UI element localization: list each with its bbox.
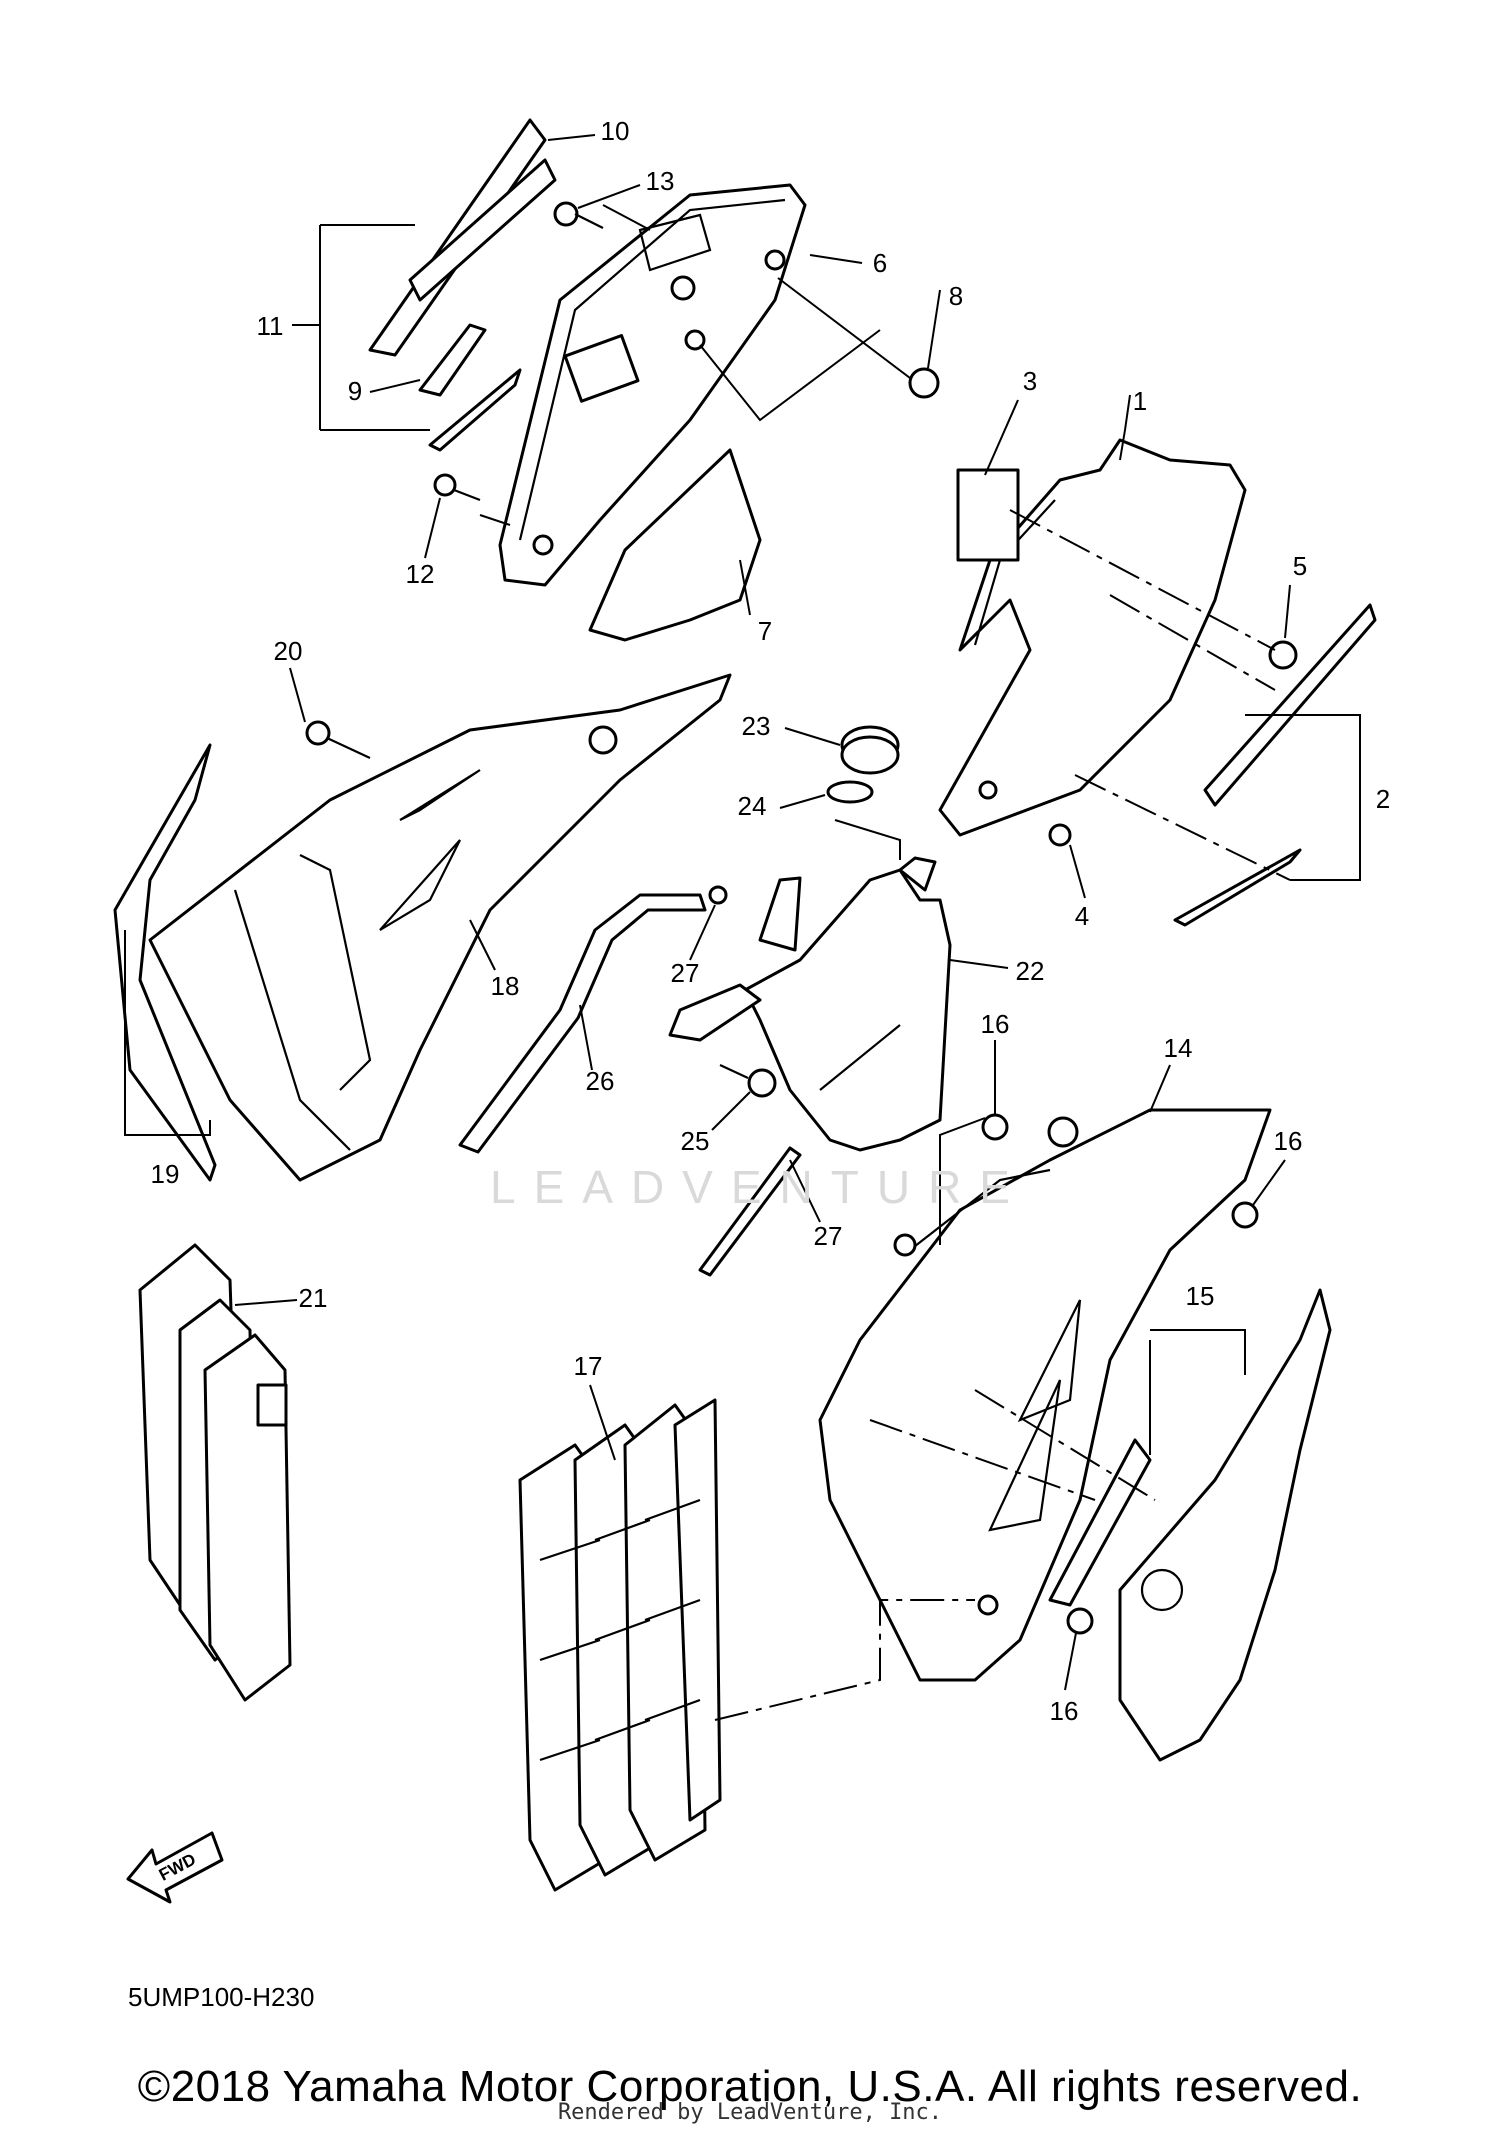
callout-4: 4 [1075,901,1089,931]
callout-13: 13 [646,166,675,196]
callout-1: 1 [1133,386,1147,416]
watermark: LEADVENTURE [490,1161,1028,1213]
callout-2: 2 [1376,784,1390,814]
callout-labels: 1 2 3 4 5 6 7 8 9 10 11 12 13 14 15 16 1… [151,116,1391,1726]
callout-7: 7 [758,616,772,646]
callout-27b: 27 [814,1221,843,1251]
callout-5: 5 [1293,551,1307,581]
callout-19: 19 [151,1159,180,1189]
callout-24: 24 [738,791,767,821]
hose-26 [458,893,707,1154]
tank-22 [668,856,952,1152]
copyright-notice: ©2018 Yamaha Motor Corporation, U.S.A. A… [137,2062,1363,2111]
pad-3 [956,468,1020,562]
callout-6: 6 [873,248,887,278]
radiator-guard-17 [518,1398,722,1892]
bolt-16b [1231,1201,1259,1229]
callout-11: 11 [257,311,284,341]
callout-27a: 27 [671,958,700,988]
bolt-25 [719,1064,777,1098]
bolt-12 [433,473,481,502]
bolt-5 [1268,640,1298,670]
callout-17: 17 [574,1351,603,1381]
callout-26: 26 [586,1066,615,1096]
shroud-18 [148,673,732,1182]
callout-23: 23 [742,711,771,741]
callout-10: 10 [601,116,630,146]
callout-21: 21 [299,1283,328,1313]
decal-9 [418,323,522,452]
bolt-13 [553,201,604,229]
seal-24 [826,780,874,804]
plate-7 [588,448,762,642]
callout-15: 15 [1186,1281,1215,1311]
grommet-8 [908,367,940,399]
callout-16a: 16 [981,1009,1010,1039]
decal-10 [368,118,557,357]
bolt-16c [1066,1607,1094,1635]
callout-9: 9 [348,376,362,406]
bolt-20 [305,720,371,759]
callout-22: 22 [1016,956,1045,986]
hose-27 [698,885,802,1277]
fwd-arrow-icon: FWD [126,1831,224,1904]
callout-20: 20 [274,636,303,666]
callout-18: 18 [491,971,520,1001]
diagram-code: 5UMP100-H230 [128,1982,315,2012]
bolt-16a [981,1113,1009,1141]
callout-25: 25 [681,1126,710,1156]
callout-12: 12 [406,559,435,589]
shroud-14 [818,1108,1272,1682]
radiator-guard-21 [138,1243,292,1702]
callout-3: 3 [1023,366,1037,396]
decal-19 [113,743,217,1182]
side-cover-6 [498,183,807,587]
callout-14: 14 [1164,1033,1193,1063]
callout-16b: 16 [1274,1126,1303,1156]
callout-16c: 16 [1050,1696,1079,1726]
bolt-4 [1048,823,1072,847]
cap-23 [840,725,900,775]
rendered-by-credit: Rendered by LeadVenture, Inc. [557,2100,943,2125]
callout-8: 8 [949,281,963,311]
